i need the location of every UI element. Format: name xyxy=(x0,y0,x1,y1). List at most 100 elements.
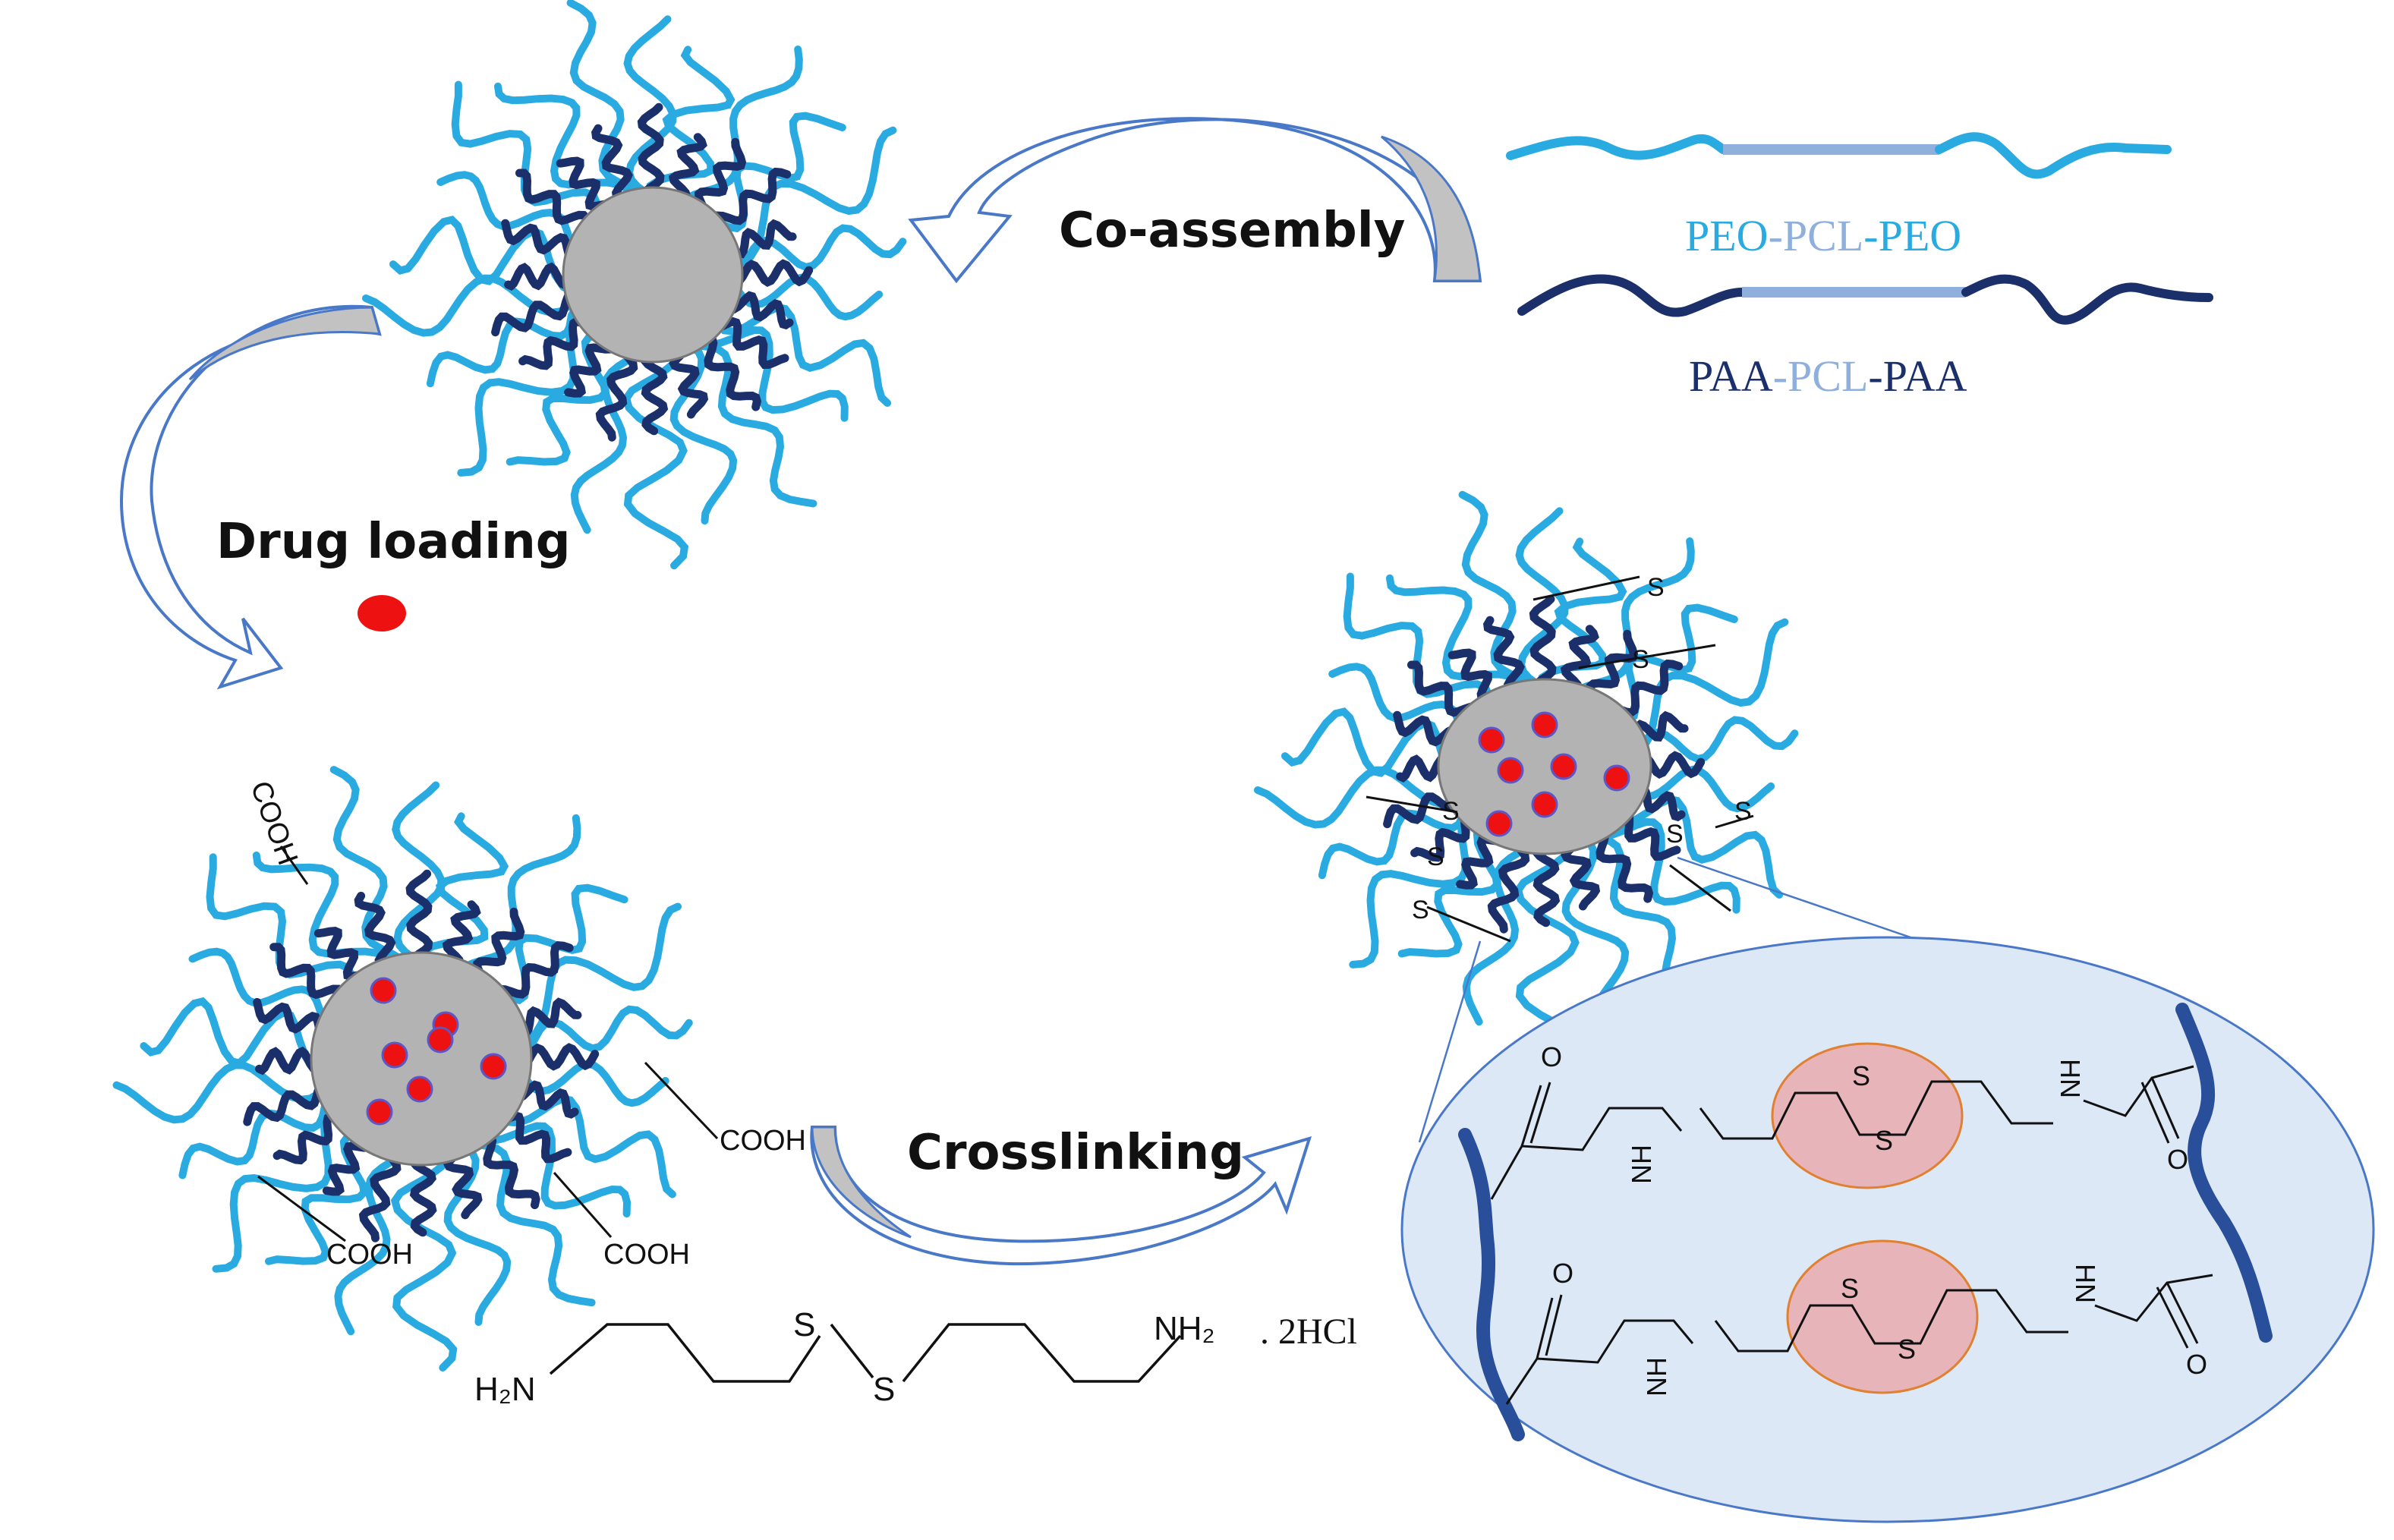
paa-chain xyxy=(725,291,794,330)
paa-chain xyxy=(492,941,574,1000)
paa-chain xyxy=(243,1079,331,1126)
peo-chain xyxy=(516,902,682,1044)
drug-dot-icon xyxy=(370,977,397,1004)
crosslink-structure-bottom xyxy=(1505,1274,2213,1405)
peo-chain xyxy=(451,80,601,219)
peo-chain xyxy=(693,326,849,422)
paa-chain xyxy=(491,1111,572,1164)
drug-dot-icon xyxy=(1478,726,1505,754)
s-label: S xyxy=(1632,645,1649,674)
cooh-label-bottom-right: COOH xyxy=(603,1239,690,1271)
drug-dot-icon xyxy=(1497,757,1524,784)
cooh-label-right: COOH xyxy=(720,1125,806,1157)
drug-dot-icon xyxy=(358,595,406,631)
paa-chain xyxy=(443,1144,483,1220)
hn-label: HN xyxy=(2070,1264,2101,1303)
paa-chain xyxy=(409,1152,437,1237)
drug-dot-icon xyxy=(1531,791,1558,818)
drug-loading-label: Drug loading xyxy=(216,514,571,570)
s-label-cystamine-2: S xyxy=(873,1371,895,1408)
drug-dot-icon xyxy=(366,1098,393,1126)
peo-chain xyxy=(566,0,643,197)
paa-chain xyxy=(491,288,579,337)
peo-chain xyxy=(692,341,817,508)
paa-chain xyxy=(595,345,638,442)
paa-chain xyxy=(698,333,762,411)
s-label: S xyxy=(1442,797,1460,826)
paa-chain xyxy=(405,869,433,966)
paa-chain xyxy=(1482,616,1525,695)
drug-dot-icon xyxy=(1531,711,1558,739)
paa-chain xyxy=(1586,629,1639,710)
crosslinked-micelle xyxy=(1254,490,1799,1062)
paa-pcl-paa-label: PAA-PCL-PAA xyxy=(1689,351,1967,401)
paa-chain xyxy=(1529,594,1557,691)
crosslinking-arrow xyxy=(810,1126,1312,1266)
paa-chain xyxy=(269,943,345,1008)
disulfide-marks xyxy=(1366,575,1754,943)
paa-chain xyxy=(1560,625,1599,695)
peo-chain xyxy=(178,1091,332,1179)
paa-backbone-right xyxy=(2175,1003,2273,1343)
peo-chain xyxy=(1343,572,1493,710)
disulfide-highlight-bottom xyxy=(1786,1239,1979,1394)
s-label: S xyxy=(1666,820,1684,849)
peo-chain xyxy=(212,1099,335,1273)
drug-dot-icon xyxy=(406,1075,433,1103)
co-assembly-label: Co-assembly xyxy=(1059,203,1405,259)
drug-loaded-micelle xyxy=(112,766,693,1372)
paa-chain xyxy=(709,167,792,227)
crosslinking-label: Crosslinking xyxy=(907,1125,1244,1181)
peo-chain xyxy=(1623,618,1789,760)
hn-label: HN xyxy=(2055,1059,2086,1098)
peo-chain xyxy=(622,349,689,570)
s-label-cystamine-1: S xyxy=(793,1306,815,1343)
s-label-top-2: S xyxy=(1875,1125,1893,1156)
paa-chain xyxy=(1561,835,1601,911)
peo-chain xyxy=(1458,490,1535,689)
peo-chain xyxy=(1318,792,1471,880)
paa-chain xyxy=(354,891,396,971)
paa-chain xyxy=(1487,836,1530,934)
drug-dot-icon xyxy=(1603,764,1630,792)
co-assembly-arrow xyxy=(908,117,1482,284)
disulfide-highlight-top xyxy=(1771,1042,1964,1189)
paa-chain xyxy=(515,168,591,234)
peo-chain xyxy=(475,1122,632,1218)
peo-chain xyxy=(1607,795,1784,899)
cystamine-structure xyxy=(549,1323,1182,1383)
peo-chain xyxy=(457,303,581,477)
zoom-inset xyxy=(1400,936,2375,1523)
peo-chain xyxy=(500,1094,676,1198)
paa-chain xyxy=(722,219,797,259)
peo-chain xyxy=(1349,795,1473,968)
peo-chain xyxy=(731,126,897,268)
peo-pcl-peo-label: PEO-PCL-PEO xyxy=(1685,211,1961,260)
o-label: O xyxy=(2167,1144,2188,1175)
peo-chain xyxy=(715,303,892,407)
paa-chain xyxy=(564,339,618,398)
peo-chain xyxy=(392,781,446,962)
peo-chain xyxy=(1585,817,1740,914)
drug-dot-icon xyxy=(1550,753,1577,780)
pcl-core xyxy=(1437,678,1652,855)
paa-chain xyxy=(694,137,747,219)
paa-chain xyxy=(358,1145,402,1242)
crosslink-structure-top xyxy=(1490,1065,2194,1200)
paa-chain xyxy=(669,343,709,419)
o-label: O xyxy=(2186,1349,2207,1380)
s-label-bottom-2: S xyxy=(1898,1334,1916,1365)
s-label: S xyxy=(1647,573,1665,602)
h2n-label: H₂N xyxy=(474,1371,536,1408)
paa-chain xyxy=(442,900,481,971)
paa-pcl-paa-chain xyxy=(1517,274,2213,325)
peo-pcl-peo-chain xyxy=(1506,132,2172,179)
peo-chain xyxy=(1515,507,1569,688)
peo-chain xyxy=(426,300,579,388)
nh-label: NH xyxy=(1641,1357,1672,1397)
paa-chain xyxy=(504,262,577,291)
drug-dot-icon xyxy=(427,1026,454,1053)
nh-label: NH xyxy=(1626,1145,1657,1184)
paa-chain xyxy=(477,1131,540,1210)
paa-chain xyxy=(591,124,633,203)
